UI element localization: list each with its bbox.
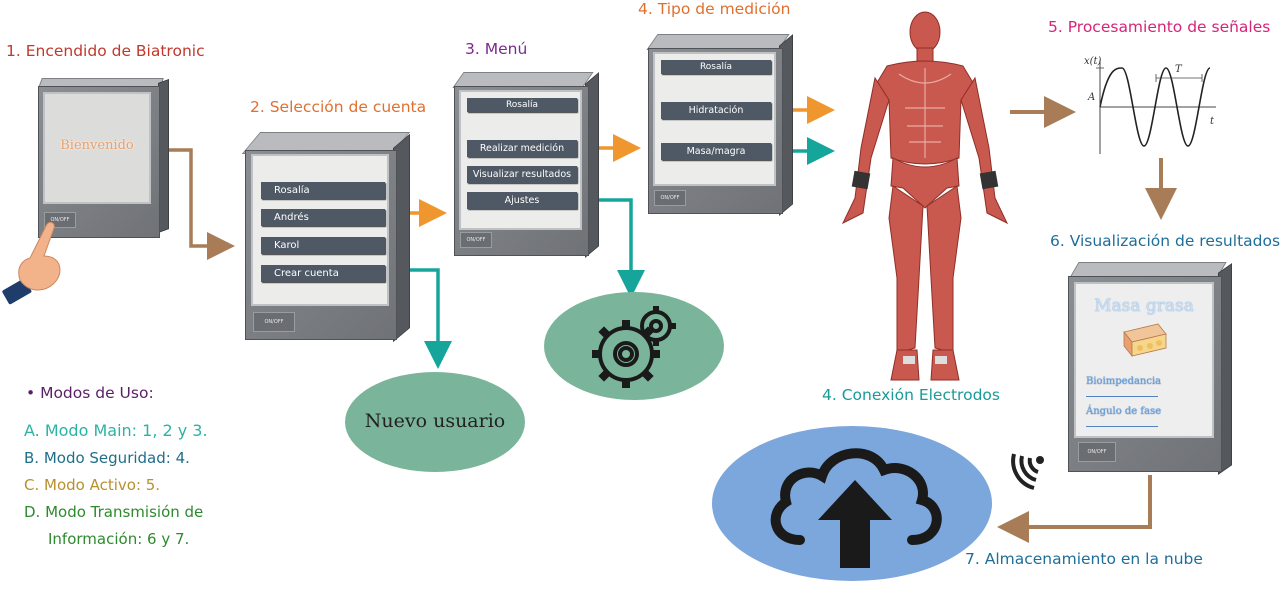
settings-ellipse[interactable] [544,292,724,400]
power-button[interactable]: ON/OFF [460,232,492,248]
modes-heading: • Modos de Uso: [26,384,154,402]
human-muscle-figure [841,11,1009,381]
mode-item: C. Modo Activo: 5. [24,476,161,494]
signal-x-label: t [1210,116,1215,127]
cloud-upload-icon [770,448,942,568]
mode-item: D. Modo Transmisión de [24,503,204,521]
arrow-results-to-cloud [997,475,1152,543]
pointing-hand-icon [2,221,61,305]
step4b-title: 4. Conexión Electrodos [822,386,1000,404]
create-account-button[interactable]: Crear cuenta [261,265,385,282]
results-title: Masa grasa [1094,296,1194,316]
mode-item: B. Modo Seguridad: 4. [24,449,190,467]
power-button[interactable]: ON/OFF [1078,442,1116,462]
signal-y-label: x(t) [1084,56,1102,67]
results-screen: Masa grasa Bioimpedancia Ángulo de fase [1074,282,1214,438]
step1-title: 1. Encendido de Biatronic [6,42,205,60]
welcome-text: Bienvenido [60,138,134,153]
sine-signal-plot: x(t) A T t [1084,56,1216,154]
step2-title: 2. Selección de cuenta [250,98,427,116]
device-menu: Rosalía Realizar medición Visualizar res… [452,72,602,258]
step7-title: 7. Almacenamiento en la nube [965,550,1203,568]
menu-item-view-results[interactable]: Visualizar resultados [467,166,577,183]
account-item-rosalia[interactable]: Rosalía [261,182,385,199]
device-results: Masa grasa Bioimpedancia Ángulo de fase … [1068,262,1236,475]
device-measurement-type: Rosalía Hidratación Masa/magra ON/OFF [646,34,796,216]
new-user-label: Nuevo usuario [364,410,506,432]
step6-title: 6. Visualización de resultados [1050,232,1280,250]
mode-item: A. Modo Main: 1, 2 y 3. [24,421,208,440]
step3-title: 3. Menú [465,40,528,58]
current-user-label: Rosalía [467,98,577,112]
account-item-karol[interactable]: Karol [261,237,385,254]
signal-period-label: T [1175,64,1183,75]
arrow-step1-to-step2 [167,148,235,260]
gears-icon [592,306,676,388]
results-item-phase-angle[interactable]: Ángulo de fase [1086,406,1162,417]
results-item-bioimpedance[interactable]: Bioimpedancia [1086,376,1162,387]
menu-item-measure[interactable]: Realizar medición [467,140,577,157]
step5-title: 5. Procesamiento de señales [1048,18,1271,36]
device-welcome: Bienvenido ON/OFF [38,78,169,238]
new-user-ellipse[interactable]: Nuevo usuario [345,372,525,472]
welcome-screen: Bienvenido [43,92,151,204]
option-hydration[interactable]: Hidratación [661,102,771,119]
skin-tissue-icon [1123,323,1167,358]
wireless-signal-icon [1011,453,1044,490]
step4a-title: 4. Tipo de medición [638,0,791,18]
cloud-storage-ellipse[interactable] [712,426,992,581]
current-user-label: Rosalía [661,60,771,74]
power-button[interactable]: ON/OFF [253,312,295,332]
signal-amplitude-label: A [1087,92,1095,103]
menu-item-settings[interactable]: Ajustes [467,192,577,209]
account-item-andres[interactable]: Andrés [261,209,385,226]
option-lean-mass[interactable]: Masa/magra [661,143,771,160]
device-account-selection: Rosalía Andrés Karol Crear cuenta ON/OFF [241,132,415,343]
mode-item: Información: 6 y 7. [48,530,190,548]
power-button[interactable]: ON/OFF [654,190,686,206]
